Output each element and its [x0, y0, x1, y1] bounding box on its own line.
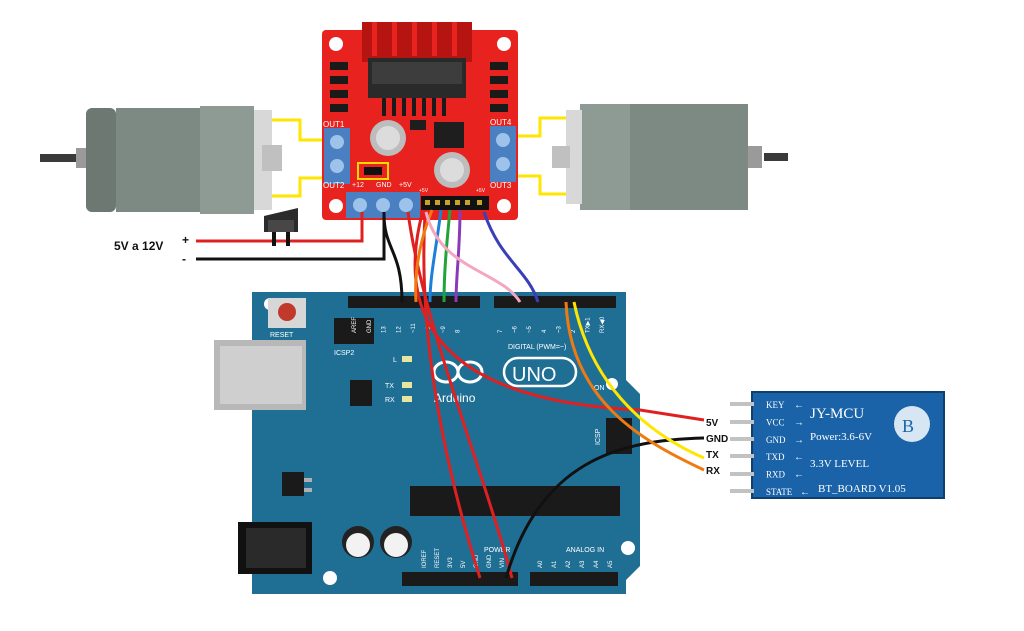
- bt-pin-arrow-icon: →: [794, 417, 804, 428]
- digital-pin-label: ~5: [527, 325, 533, 333]
- icsp2-label: ICSP2: [334, 350, 354, 357]
- arduino-uno-board: RESET ICSP2 L TX RX UNO Arduino DIGITAL …: [214, 292, 640, 594]
- digital-pin-label: TX▶1: [586, 317, 592, 333]
- analog-header-label: ANALOG IN: [566, 547, 604, 554]
- analog-pin-label: A4: [594, 560, 600, 568]
- analog-pin-label: A3: [580, 560, 586, 568]
- bt-power-label: Power:3.6-6V: [810, 431, 872, 443]
- power-switch[interactable]: [264, 208, 298, 246]
- conn-gnd-label: GND: [706, 434, 728, 445]
- power-pin-label: IOREF: [422, 549, 428, 568]
- power-pin-label: 5V: [461, 561, 467, 568]
- power-pin-label: RESET: [435, 548, 441, 568]
- power-pin-label: VIN: [500, 558, 506, 568]
- digital-pin-label: AREF: [352, 317, 358, 333]
- digital-pin-label: GND: [367, 319, 373, 333]
- uno-logo-text: UNO: [512, 364, 556, 386]
- power-plus-label: +: [182, 233, 189, 247]
- digital-pin-label: 2: [571, 329, 577, 333]
- driver-out1-label: OUT1: [323, 120, 345, 129]
- driver-5v-b-label: +5V: [476, 188, 486, 194]
- conn-5v-label: 5V: [706, 418, 719, 429]
- digital-pin-label: 8: [456, 329, 462, 333]
- bt-pin-label: STATE: [766, 487, 793, 497]
- digital-pin-label: ~3: [556, 325, 562, 333]
- power-pin-label: GND: [474, 554, 480, 568]
- bt-model-label: JY-MCU: [810, 406, 864, 422]
- bt-level-label: 3.3V LEVEL: [810, 458, 869, 470]
- driver-out2-label: OUT2: [323, 181, 345, 190]
- bt-pin-arrow-icon: ←: [794, 452, 804, 463]
- led-tx-label: TX: [385, 383, 394, 390]
- bt-connection-labels: 5V GND TX RX: [706, 418, 728, 477]
- analog-pin-label: A1: [552, 560, 558, 568]
- bt-pin-label: RXD: [766, 470, 786, 480]
- digital-pin-label: ~10: [426, 322, 432, 333]
- pin-labels: AREF GND 13 12 ~11 ~10 ~9 8 7 ~6 ~5 4 ~3 2 TX▶1 RX◀0IOR…: [352, 316, 614, 568]
- digital-pin-label: 13: [382, 326, 388, 333]
- analog-pin-label: A5: [608, 560, 614, 568]
- bt-pin-label: TXD: [766, 452, 785, 462]
- digital-pin-label: ~6: [513, 325, 519, 333]
- bt-pin-arrow-icon: →: [794, 435, 804, 446]
- digital-pin-label: 4: [542, 329, 548, 333]
- bluetooth-module: B JY-MCU Power:3.6-6V 3.3V LEVEL BT_BOAR…: [730, 391, 945, 499]
- digital-pin-label: ~11: [411, 323, 417, 333]
- driver-out3-label: OUT3: [490, 181, 512, 190]
- digital-pin-label: 7: [498, 329, 504, 333]
- driver-12v-label: +12: [352, 182, 364, 189]
- bt-pin-labels: KEY←VCC→GND→TXD←RXD←STATE←: [766, 400, 810, 498]
- left-motor: [40, 106, 330, 214]
- analog-pin-label: A0: [538, 560, 544, 568]
- analog-pin-label: A2: [566, 560, 572, 568]
- digital-pin-label: ~9: [441, 325, 447, 333]
- driver-5v-label: +5V: [399, 182, 412, 189]
- conn-tx-label: TX: [706, 450, 719, 461]
- conn-rx-label: RX: [706, 466, 720, 477]
- digital-pin-label: 12: [396, 326, 402, 333]
- digital-pin-label: RX◀0: [600, 316, 606, 333]
- driver-5v-a-label: +5V: [419, 188, 429, 194]
- wires: [382, 209, 705, 579]
- driver-out4-label: OUT4: [490, 118, 512, 127]
- power-header-label: POWER: [484, 547, 510, 554]
- bt-pin-arrow-icon: ←: [794, 470, 804, 481]
- icsp-label: ICSP: [595, 428, 602, 445]
- power-pin-label: 3V3: [448, 557, 454, 568]
- digital-header-label: DIGITAL (PWM=~): [508, 344, 566, 351]
- bt-pin-label: KEY: [766, 400, 785, 410]
- power-pin-label: GND: [487, 554, 493, 568]
- bt-board-label: BT_BOARD V1.05: [818, 483, 906, 495]
- reset-label: RESET: [270, 332, 294, 339]
- driver-gnd-label: GND: [376, 182, 392, 189]
- right-motor: [516, 104, 788, 210]
- led-l-label: L: [393, 357, 397, 364]
- power-minus-label: -: [182, 252, 186, 266]
- motor-driver-board: OUT1 OUT2 OUT4 OUT3 +12 GND +5V +5V +5V: [322, 22, 518, 220]
- bt-pin-label: VCC: [766, 417, 785, 427]
- on-led-label: ON: [594, 385, 605, 392]
- svg-text:B: B: [902, 416, 914, 436]
- bt-pin-label: GND: [766, 435, 786, 445]
- bt-pin-arrow-icon: ←: [794, 400, 804, 411]
- power-voltage-label: 5V a 12V: [114, 239, 163, 253]
- led-rx-label: RX: [385, 397, 395, 404]
- bt-pin-arrow-icon: ←: [800, 487, 810, 498]
